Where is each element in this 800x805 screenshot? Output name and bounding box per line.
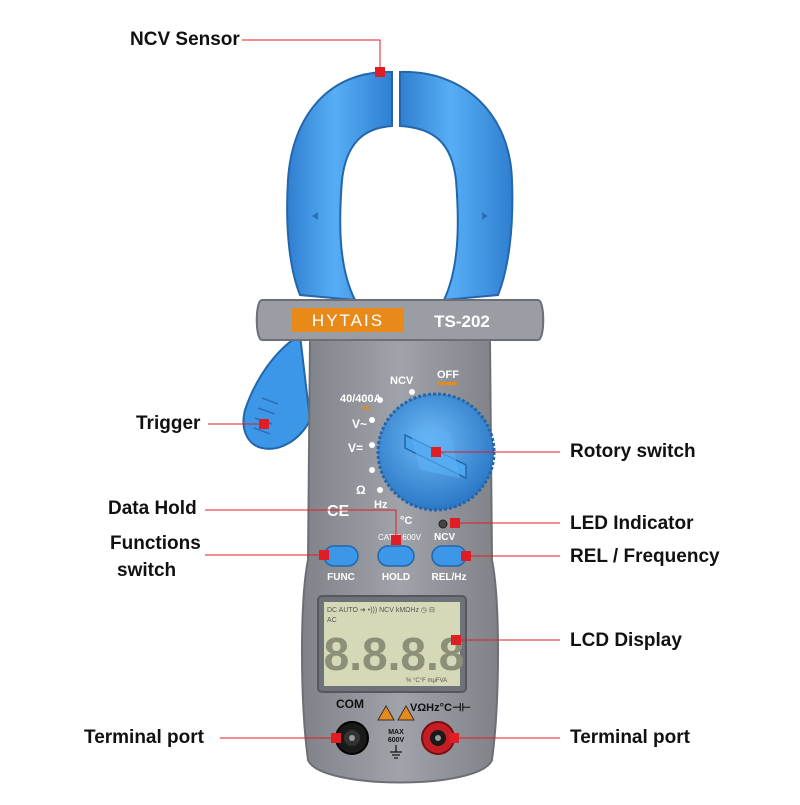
dial-label-off: OFF	[437, 369, 459, 381]
max-label-line1: MAX	[388, 729, 404, 736]
lcd-top-annunciators: DC AUTO ➔ •))) NCV kMΩHz ◷ ⊟	[327, 607, 435, 614]
vohm-label: VΩHz°C⊣⊢	[410, 701, 471, 714]
dial-label-ohm: Ω	[356, 483, 366, 497]
callout-rotary-switch: Rotory switch	[570, 441, 696, 462]
dial-label-hz: Hz	[374, 499, 388, 511]
dial-label-hz-small: Hz	[362, 404, 372, 413]
brand-plate	[292, 308, 404, 332]
dial-label-temp: °C	[400, 515, 412, 527]
callout-data-hold: Data Hold	[108, 498, 197, 519]
dial-label-ncv: NCV	[390, 375, 414, 387]
dial-off-mark	[437, 382, 457, 385]
dial-label-acv-range: 40/400A	[340, 393, 382, 405]
func-button[interactable]	[323, 545, 359, 567]
callout-markers	[259, 67, 471, 743]
func-button-label: FUNC	[327, 572, 355, 583]
brand-text: HYTAIS	[312, 311, 384, 330]
relhz-button[interactable]	[431, 545, 467, 567]
lcd-bottom-annunciators: % °C°F mμFVA	[406, 678, 447, 684]
trigger-lever[interactable]	[242, 333, 312, 450]
dial-label-vdc: V=	[348, 441, 363, 455]
lcd-digits: 8.8.8.8	[324, 628, 465, 680]
jaw-arrow-right-icon	[482, 212, 488, 220]
relhz-button-label: REL/Hz	[432, 572, 467, 583]
ce-mark: CE	[327, 503, 350, 520]
dial-label-vac: V~	[352, 417, 367, 431]
callout-ncv-sensor: NCV Sensor	[130, 29, 240, 50]
callout-lcd-display: LCD Display	[570, 630, 682, 651]
callout-leader-lines	[205, 39, 560, 739]
hold-button[interactable]	[377, 545, 415, 567]
warning-icon-left	[377, 704, 395, 721]
warning-icon-right	[397, 704, 415, 721]
com-label: COM	[336, 697, 364, 711]
callout-trigger: Trigger	[136, 413, 201, 434]
callout-terminal-port-left: Terminal port	[84, 727, 204, 748]
lcd-ac-indicator: AC	[327, 617, 337, 624]
dial-position-dots	[369, 389, 415, 493]
ncv-led-indicator	[438, 519, 448, 529]
callout-functions-switch-line2: switch	[117, 560, 177, 581]
model-text: TS-202	[434, 312, 490, 331]
ground-symbol-icon	[390, 745, 402, 759]
max-label-line2: 600V	[388, 737, 405, 744]
hold-button-label: HOLD	[382, 572, 410, 583]
callout-terminal-port-right: Terminal port	[570, 727, 690, 748]
lcd-screen	[324, 602, 460, 686]
callout-functions-switch-line1: Functions	[110, 533, 201, 554]
callout-rel-frequency: REL / Frequency	[570, 546, 720, 567]
vohm-terminal-jack[interactable]	[421, 721, 455, 755]
jaw-arrow-left-icon	[312, 212, 318, 220]
callout-led-indicator: LED Indicator	[570, 513, 694, 534]
clamp-jaws[interactable]	[286, 70, 514, 302]
ncv-indicator-label: NCV	[434, 532, 455, 543]
